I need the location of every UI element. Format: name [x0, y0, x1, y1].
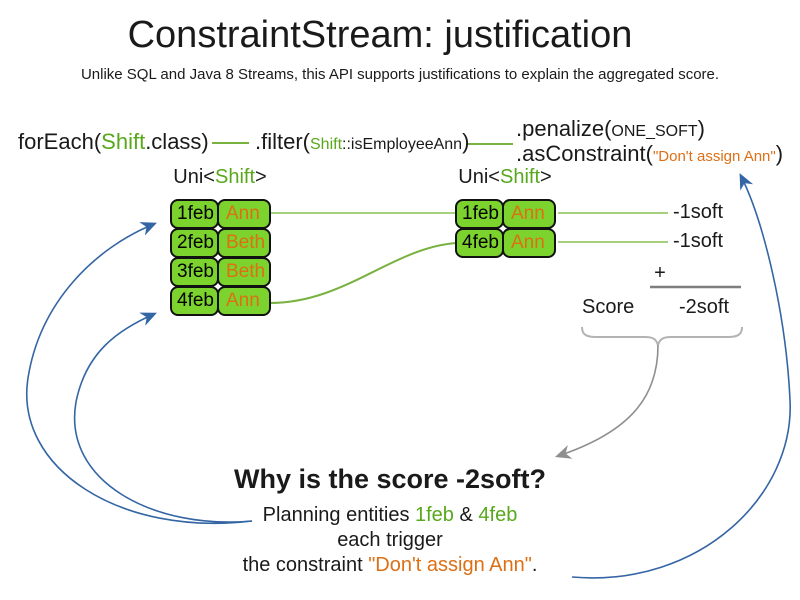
page-title: ConstraintStream: justification — [127, 14, 633, 56]
score-label: Score — [582, 296, 635, 318]
shift-date-cell: 2feb — [170, 228, 219, 258]
question-block: Why is the score -2soft? Planning entiti… — [90, 464, 690, 578]
table-row: 2feb Beth — [170, 228, 271, 258]
code-foreach-prefix: forEach( — [18, 129, 102, 154]
shift-employee-cell: Ann — [217, 199, 271, 229]
code-filter-class: Shift — [310, 136, 343, 153]
line3-constraint-name: "Don't assign Ann" — [368, 554, 532, 576]
right-header-prefix: Uni< — [458, 166, 500, 188]
question-line-1: Planning entities 1feb & 4feb — [90, 503, 690, 528]
right-table-header: Uni<Shift> — [450, 166, 560, 189]
right-shift-table: 1feb Ann 4feb Ann — [455, 199, 556, 258]
line1-entity-1feb: 1feb — [415, 504, 454, 526]
code-foreach: forEach(Shift.class) — [18, 129, 209, 155]
right-header-type: Shift — [499, 166, 541, 188]
link-4feb-left-right — [269, 242, 457, 304]
code-filter: .filter(Shift::isEmployeeAnn) — [255, 129, 469, 155]
line3-suffix: . — [531, 554, 538, 576]
question-line-2: each trigger — [337, 529, 443, 551]
left-header-suffix: > — [255, 166, 267, 188]
shift-date-cell: 1feb — [170, 199, 219, 229]
code-foreach-class: Shift — [101, 129, 146, 154]
shift-employee-cell: Ann — [502, 199, 556, 229]
left-header-type: Shift — [214, 166, 256, 188]
table-row: 4feb Ann — [170, 286, 271, 316]
table-row: 1feb Ann — [170, 199, 271, 229]
left-shift-table: 1feb Ann 2feb Beth 3feb Beth 4feb Ann — [170, 199, 271, 316]
code-asconstraint: .asConstraint("Don't assign Ann") — [516, 141, 783, 167]
code-asconstraint-prefix: .asConstraint( — [516, 141, 653, 166]
code-filter-prefix: .filter( — [255, 129, 310, 154]
code-filter-method: ::isEmployeeAnn — [342, 136, 463, 153]
arrow-constraint-to-code — [571, 173, 791, 579]
left-table-header: Uni<Shift> — [165, 166, 275, 189]
code-penalize-arg: ONE_SOFT — [611, 123, 698, 140]
code-asconstraint-arg: "Don't assign Ann" — [652, 148, 776, 165]
right-header-suffix: > — [540, 166, 552, 188]
code-foreach-suffix: .class) — [145, 129, 209, 154]
penalty-label-2: -1soft — [673, 230, 724, 252]
code-filter-suffix: ) — [462, 129, 470, 154]
table-row: 1feb Ann — [455, 199, 556, 229]
shift-date-cell: 1feb — [455, 199, 504, 229]
arrow-brace-to-why — [554, 344, 659, 459]
question-heading: Why is the score -2soft? — [233, 464, 547, 494]
shift-employee-cell: Beth — [217, 257, 271, 287]
line1-amp: & — [453, 504, 479, 526]
shift-date-cell: 4feb — [170, 286, 219, 316]
table-row: 3feb Beth — [170, 257, 271, 287]
line1-prefix: Planning entities — [262, 504, 415, 526]
line3-prefix: the constraint — [242, 554, 369, 576]
shift-employee-cell: Ann — [502, 228, 556, 258]
arrow-entities-to-1feb — [25, 222, 253, 525]
question-line-3: the constraint "Don't assign Ann". — [90, 553, 690, 578]
shift-employee-cell: Beth — [217, 228, 271, 258]
arrow-entities-to-4feb — [73, 312, 253, 523]
shift-employee-cell: Ann — [217, 286, 271, 316]
table-row: 4feb Ann — [455, 228, 556, 258]
shift-date-cell: 3feb — [170, 257, 219, 287]
penalty-label-1: -1soft — [673, 201, 724, 223]
line1-entity-4feb: 4feb — [478, 504, 518, 526]
page-subtitle: Unlike SQL and Java 8 Streams, this API … — [80, 66, 720, 83]
code-asconstraint-suffix: ) — [775, 141, 784, 166]
code-penalize: .penalize(ONE_SOFT) — [516, 116, 705, 142]
shift-date-cell: 4feb — [455, 228, 504, 258]
score-total: -2soft — [678, 296, 730, 318]
sum-plus-sign: + — [654, 262, 666, 284]
code-penalize-suffix: ) — [697, 116, 705, 141]
score-underbrace — [581, 326, 743, 349]
code-penalize-prefix: .penalize( — [516, 116, 612, 141]
left-header-prefix: Uni< — [173, 166, 215, 188]
